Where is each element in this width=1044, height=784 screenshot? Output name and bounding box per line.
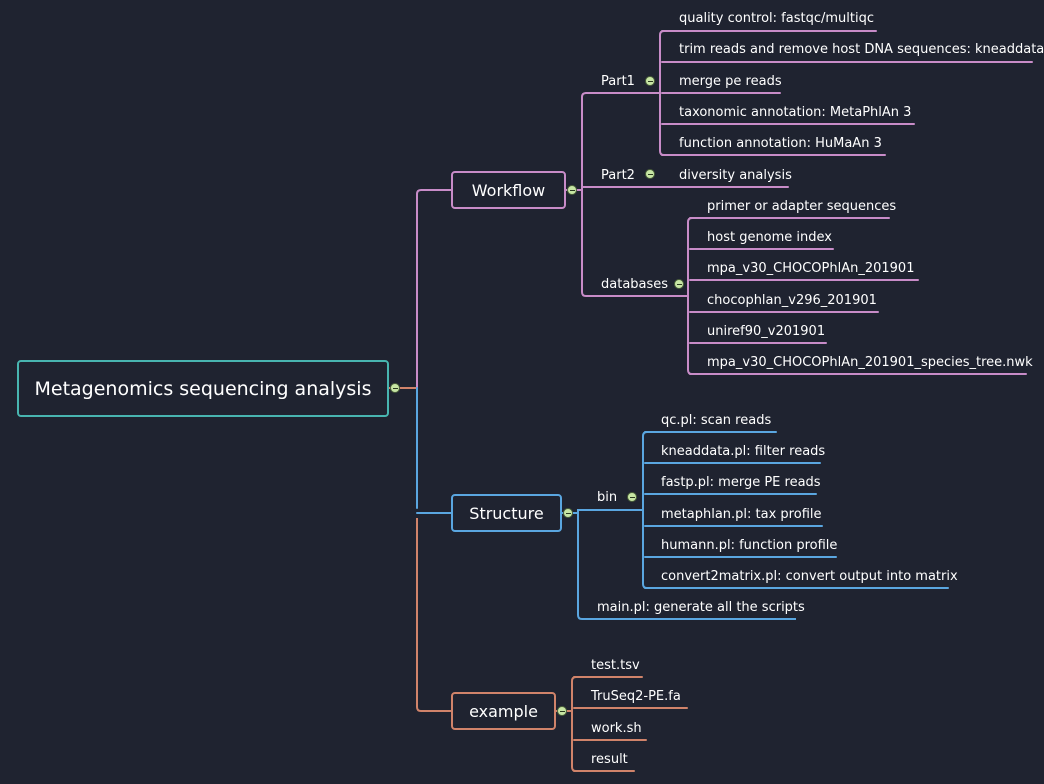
part1-connector bbox=[581, 92, 587, 190]
bin-item[interactable]: metaphlan.pl: tax profile bbox=[661, 507, 822, 522]
database-item[interactable]: mpa_v30_CHOCOPhlAn_201901 bbox=[707, 261, 915, 276]
workflow-collapse-toggle-icon[interactable] bbox=[567, 185, 577, 195]
example-connector bbox=[416, 518, 451, 712]
main-pl-label[interactable]: main.pl: generate all the scripts bbox=[597, 600, 805, 615]
databases-collapse-toggle-icon[interactable] bbox=[674, 279, 684, 289]
part1-item[interactable]: function annotation: HuMaAn 3 bbox=[679, 136, 882, 151]
database-item[interactable]: mpa_v30_CHOCOPhlAn_201901_species_tree.n… bbox=[707, 355, 1033, 370]
part2-label[interactable]: Part2 bbox=[601, 168, 635, 183]
database-item[interactable]: host genome index bbox=[707, 230, 832, 245]
workflow-node[interactable]: Workflow bbox=[451, 171, 566, 209]
structure-node[interactable]: Structure bbox=[451, 494, 562, 532]
root-collapse-toggle-icon[interactable] bbox=[390, 383, 400, 393]
structure-node-label: Structure bbox=[469, 503, 544, 523]
part1-item[interactable]: merge pe reads bbox=[679, 74, 782, 89]
main-pl-underline bbox=[577, 513, 796, 620]
database-item[interactable]: primer or adapter sequences bbox=[707, 199, 897, 214]
bin-item[interactable]: fastp.pl: merge PE reads bbox=[661, 475, 821, 490]
bin-label[interactable]: bin bbox=[597, 490, 618, 505]
database-item[interactable]: uniref90_v201901 bbox=[707, 324, 826, 339]
example-item[interactable]: result bbox=[591, 752, 628, 767]
example-item[interactable]: TruSeq2-PE.fa bbox=[591, 689, 681, 704]
structure-collapse-toggle-icon[interactable] bbox=[563, 508, 573, 518]
bin-item[interactable]: convert2matrix.pl: convert output into m… bbox=[661, 569, 958, 584]
part1-label[interactable]: Part1 bbox=[601, 74, 635, 89]
bin-collapse-toggle-icon[interactable] bbox=[627, 492, 637, 502]
example-collapse-toggle-icon[interactable] bbox=[557, 706, 567, 716]
databases-underline bbox=[581, 190, 688, 297]
example-item[interactable]: work.sh bbox=[591, 721, 642, 736]
connector-curve bbox=[687, 217, 693, 296]
example-node-label: example bbox=[469, 701, 538, 721]
part2-item[interactable]: diversity analysis bbox=[679, 168, 792, 183]
bin-item[interactable]: humann.pl: function profile bbox=[661, 538, 838, 553]
example-item[interactable]: test.tsv bbox=[591, 658, 640, 673]
part1-item[interactable]: taxonomic annotation: MetaPhlAn 3 bbox=[679, 105, 912, 120]
part1-collapse-toggle-icon[interactable] bbox=[645, 76, 655, 86]
root-node-label: Metagenomics sequencing analysis bbox=[34, 377, 372, 400]
connector-curve bbox=[687, 296, 693, 375]
workflow-connector bbox=[416, 189, 451, 195]
databases-label[interactable]: databases bbox=[601, 277, 669, 292]
connector-curve bbox=[571, 676, 577, 711]
bin-item[interactable]: qc.pl: scan reads bbox=[661, 413, 772, 428]
connector-curve bbox=[642, 510, 648, 589]
part2-collapse-toggle-icon[interactable] bbox=[645, 169, 655, 179]
database-item[interactable]: chocophlan_v296_201901 bbox=[707, 293, 877, 308]
part1-item[interactable]: quality control: fastqc/multiqc bbox=[679, 11, 874, 26]
root-node[interactable]: Metagenomics sequencing analysis bbox=[17, 360, 389, 417]
example-node[interactable]: example bbox=[451, 692, 556, 730]
connector-curve bbox=[642, 431, 648, 510]
part1-item[interactable]: trim reads and remove host DNA sequences… bbox=[679, 42, 1044, 57]
bin-item[interactable]: kneaddata.pl: filter reads bbox=[661, 444, 826, 459]
workflow-node-label: Workflow bbox=[471, 180, 546, 200]
